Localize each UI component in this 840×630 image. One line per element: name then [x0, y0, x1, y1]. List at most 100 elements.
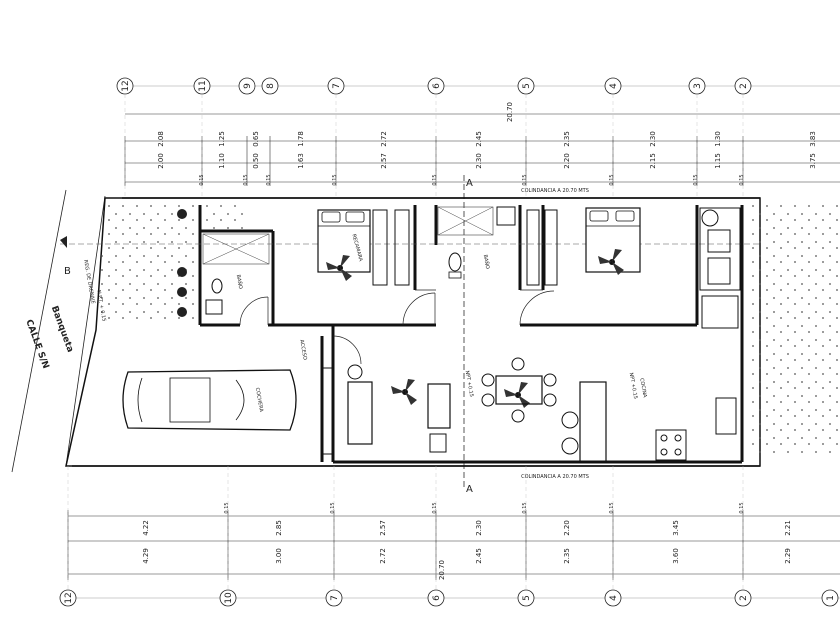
section-marker-b: B: [64, 266, 71, 277]
front-level-note: N.P.T. + 0.15: [95, 290, 106, 322]
section-marker-top: A: [466, 178, 473, 189]
dim-top-row2: 1.10: [218, 153, 226, 169]
walls: [198, 205, 744, 464]
top-axis-row: 12 11 9 8 7 6 5 4: [116, 77, 840, 95]
axis-label: 12: [64, 592, 74, 603]
dim-bottom-small: 0.15: [522, 502, 528, 513]
axis-bubble-11: 11: [193, 77, 211, 95]
section-line-b: B: [60, 236, 760, 277]
dim-top-row2: 1.63: [297, 153, 305, 169]
garden-front-left: [96, 205, 200, 322]
section-line-a: A A: [463, 175, 473, 495]
adjacent-top-label: COLINDANCIA A 20.70 MTS: [521, 188, 589, 194]
closet-left: [372, 209, 410, 286]
dim-bottom-row2: 2.72: [379, 548, 387, 564]
axis-bubble-6: 6: [427, 589, 445, 607]
arrow-icon: [60, 236, 67, 248]
street-area: CALLE S/N Banqueta: [11, 189, 106, 473]
dim-bottom-row2: 2.45: [475, 548, 483, 564]
room-label-access: ACCESO: [298, 339, 307, 360]
dim-bottom-row2: 3.00: [275, 548, 283, 564]
ceiling-fan-icon: [391, 379, 417, 405]
dim-bottom-small: 0.15: [739, 502, 745, 513]
dim-top-row2: 2.57: [380, 153, 388, 169]
axis-label: 1: [826, 595, 836, 601]
axis-label: 7: [332, 83, 342, 89]
armchair: [427, 383, 451, 429]
dim-bottom-small: 0.15: [224, 502, 230, 513]
tick-marks-bottom: [67, 510, 744, 580]
closet-right: [526, 209, 558, 286]
dim-top-row1: 2.08: [157, 131, 165, 147]
kitchen: COCINA NPT +0.15: [561, 207, 741, 463]
dim-top-small: 0.15: [739, 174, 745, 185]
sofa: [347, 381, 373, 445]
ceiling-fan-icon: [326, 255, 352, 281]
axis-label: 8: [266, 83, 276, 89]
axis-grid-lines: [67, 94, 744, 590]
dim-bottom-row2: 4.29: [142, 548, 150, 564]
dim-top-row1: 0.65: [252, 131, 260, 147]
axis-bubble-7: 7: [327, 77, 345, 95]
door-access: [332, 335, 362, 365]
door-bedroom-left: [402, 292, 436, 326]
axis-label: 11: [198, 80, 208, 91]
living-level-note: NPT +0.15: [464, 370, 475, 397]
bath-left: BAÑO: [202, 233, 270, 315]
axis-label: 9: [243, 83, 253, 89]
dim-bottom-small: 0.15: [609, 502, 615, 513]
axis-bubble-10: 10: [219, 589, 237, 607]
dim-top-row2: 2.20: [563, 153, 571, 169]
stove-icon: [655, 429, 687, 461]
axis-bubble-7: 7: [325, 589, 343, 607]
dim-top-small: 0.15: [609, 174, 615, 185]
axis-label: 10: [224, 592, 234, 604]
dim-bottom-row2: 3.60: [672, 548, 680, 564]
dim-bottom-row1: 4.22: [142, 520, 150, 536]
axis-bubble-8: 8: [261, 77, 279, 95]
drain-note: REG. DE DRENAJE: [82, 259, 96, 304]
dim-bottom-row1: 2.20: [563, 520, 571, 536]
lot-outline: [65, 197, 761, 467]
room-label-bath-left: BAÑO: [235, 274, 244, 290]
kitchen-level-label: NPT +0.15: [628, 372, 639, 399]
axis-bubble-9: 9: [238, 77, 256, 95]
bed-left: RECAMARA: [317, 209, 371, 273]
garden-patio-small: [200, 205, 246, 231]
axis-label: 4: [609, 83, 619, 89]
dim-top-small: 0.15: [432, 174, 438, 185]
ceiling-fan-icon: [598, 249, 624, 275]
axis-label: 12: [121, 80, 131, 91]
plant-icons: [177, 209, 187, 317]
garden-areas: [96, 205, 840, 455]
dim-top-row2: 1.15: [714, 153, 722, 169]
bottom-dimension-lines: 0.15 0.15 0.15 0.15 0.15 0.15 4.22 2.85 …: [67, 502, 840, 580]
axis-bubble-5: 5: [517, 589, 535, 607]
axis-bubble-6: 6: [427, 77, 445, 95]
dim-top-row1: 1.78: [297, 131, 305, 147]
bottom-axis-row: 12 10 7 6 5 4 2 1: [59, 589, 840, 607]
living-furniture: ACCESO: [298, 339, 451, 455]
axis-label: 5: [522, 83, 532, 89]
dim-top-row2: 2.30: [475, 153, 483, 169]
axis-label: 2: [739, 83, 749, 89]
dim-bottom-row1: 2.85: [275, 520, 283, 536]
dim-bottom-row1: 2.30: [475, 520, 483, 536]
dim-bottom-row1: 3.45: [672, 520, 680, 536]
room-label-kitchen: COCINA: [638, 378, 647, 399]
axis-label: 5: [522, 595, 532, 601]
doors: [239, 289, 555, 365]
dim-bottom-small: 0.15: [330, 502, 336, 513]
axis-bubble-12: 12: [116, 77, 134, 95]
dim-top-small: 0.15: [693, 174, 699, 185]
dining-table: [481, 357, 557, 423]
dim-top-row1: 1.30: [714, 131, 722, 147]
section-marker-bottom: A: [466, 484, 473, 495]
axis-label: 7: [330, 595, 340, 601]
room-label-bath-center: BAÑO: [482, 254, 491, 270]
overall-dimension-top: 20.70: [506, 102, 514, 122]
dim-bottom-row1: 2.21: [784, 520, 792, 536]
dim-top-row2: 0.50: [252, 153, 260, 169]
dim-top-small: 0.15: [243, 174, 249, 185]
axis-bubble-1: 1: [821, 589, 839, 607]
